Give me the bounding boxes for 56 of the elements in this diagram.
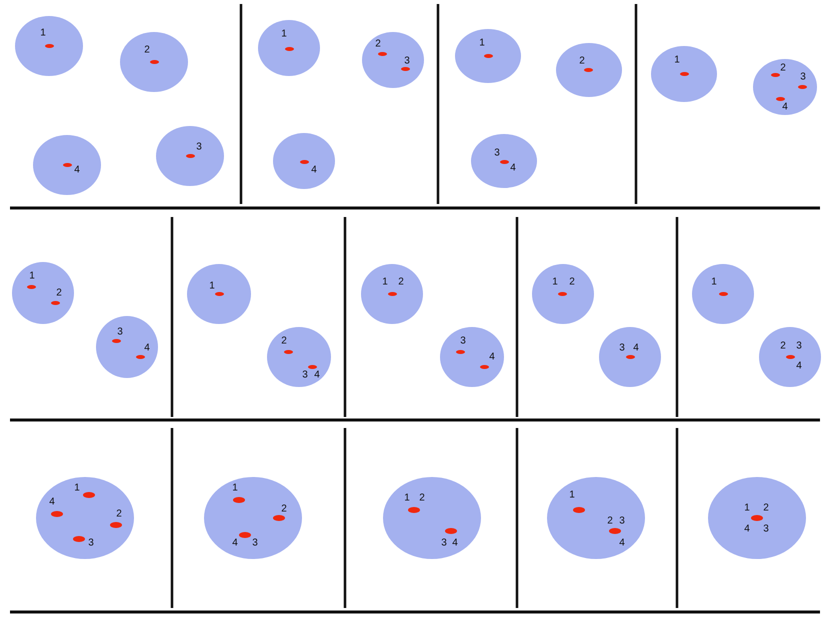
- point-number: 2: [607, 516, 613, 526]
- point-number: 1: [674, 54, 680, 66]
- point-number: 1: [552, 276, 558, 288]
- point-number: 1: [74, 482, 80, 494]
- point-number: 4: [619, 538, 625, 548]
- point-number: 2: [780, 340, 786, 352]
- point-number: 1: [232, 482, 238, 494]
- point-number: 3: [88, 538, 94, 548]
- point-number: 3: [460, 336, 466, 346]
- point-number: 4: [49, 496, 55, 508]
- point-number: 3: [494, 148, 500, 158]
- point-number: 2: [569, 276, 575, 288]
- point-number: 1: [711, 276, 717, 288]
- point-number: 4: [314, 370, 320, 380]
- point-number: 1: [479, 38, 485, 48]
- point-number: 4: [796, 360, 802, 372]
- point-number: 2: [56, 288, 62, 298]
- point-number: 1: [209, 280, 215, 292]
- point-number: 4: [744, 524, 750, 534]
- point-number: 3: [800, 72, 806, 82]
- point-number: 1: [281, 28, 287, 40]
- point-number: 3: [252, 538, 258, 548]
- point-number: 1: [29, 270, 35, 282]
- point-number: 2: [281, 504, 287, 514]
- point-number: 3: [796, 340, 802, 352]
- point-number: 3: [441, 538, 447, 548]
- point-number: 1: [382, 276, 388, 288]
- point-number: 1: [404, 492, 410, 504]
- point-number: 2: [116, 508, 122, 520]
- point-number: 4: [311, 164, 317, 176]
- point-number: 3: [619, 516, 625, 526]
- point-number: 3: [117, 326, 123, 338]
- point-number: 2: [763, 502, 769, 514]
- point-number: 4: [452, 538, 458, 548]
- point-number: 1: [569, 490, 575, 500]
- point-number: 1: [40, 28, 46, 38]
- point-number: 3: [619, 342, 625, 354]
- point-number: 2: [780, 62, 786, 74]
- point-number: 3: [763, 524, 769, 534]
- point-number: 3: [404, 56, 410, 66]
- point-number: 3: [196, 142, 202, 152]
- point-number: 2: [419, 492, 425, 504]
- point-number: 2: [375, 38, 381, 50]
- point-number: 3: [302, 370, 308, 380]
- point-number: 2: [398, 276, 404, 288]
- point-number: 2: [144, 44, 150, 56]
- point-number: 4: [74, 164, 80, 176]
- point-number: 1: [744, 502, 750, 514]
- point-number: 4: [782, 102, 788, 112]
- point-number: 4: [232, 538, 238, 548]
- point-number: 4: [510, 162, 516, 174]
- point-number: 4: [633, 342, 639, 354]
- point-number: 4: [489, 352, 495, 362]
- point-number: 2: [579, 56, 585, 66]
- point-number: 2: [281, 336, 287, 346]
- point-number: 4: [144, 342, 150, 354]
